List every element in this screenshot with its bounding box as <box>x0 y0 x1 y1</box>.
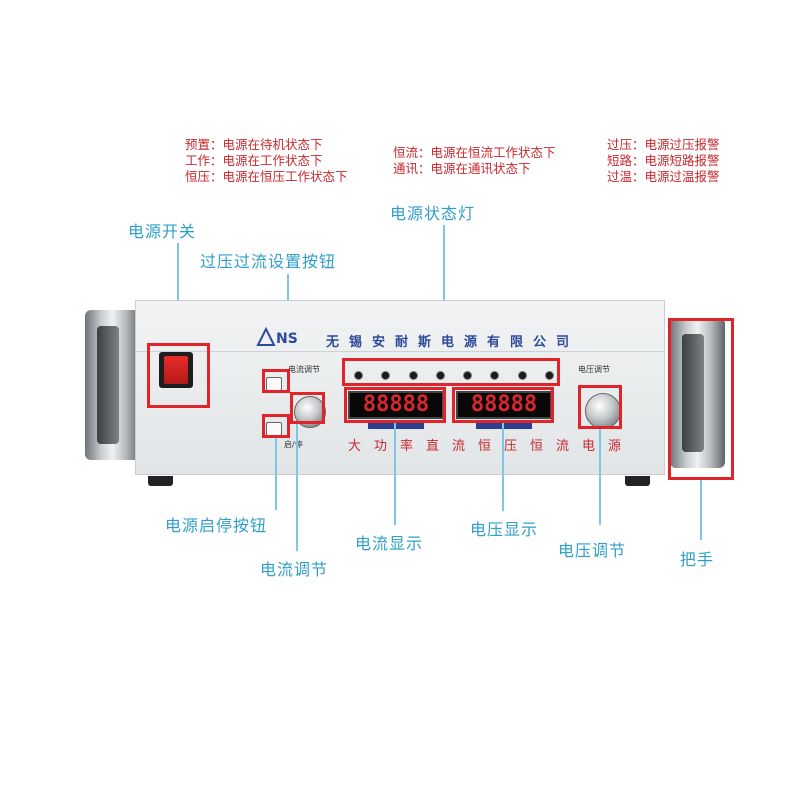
voltage-display-caption <box>476 421 532 429</box>
legend-item-overvoltage: 过压：电源过压报警 <box>607 137 720 152</box>
highlight-voltage-display <box>452 387 554 423</box>
current-display-digits: 88888 <box>362 392 430 417</box>
leader-line-start-stop <box>275 438 277 510</box>
highlight-current-display <box>344 387 446 423</box>
label-current-display: 电流显示 <box>355 534 424 553</box>
legend-column-1: 预置：电源在待机状态下 工作：电源在工作状态下 恒压：电源在恒压工作状态下 <box>185 137 348 185</box>
highlight-start-stop-button <box>262 414 290 438</box>
label-ovp-ocp-button: 过压过流设置按钮 <box>200 252 337 271</box>
device-front-panel: NS 无锡安耐斯电源有限公司 电流调节 启/停 88888 88888 电压调节… <box>135 300 665 475</box>
voltage-display: 88888 <box>456 391 552 419</box>
logo-text: NS <box>276 331 298 347</box>
highlight-handle <box>668 318 734 480</box>
voltage-display-digits: 88888 <box>470 392 538 417</box>
leader-line-voltage-display <box>502 423 504 511</box>
highlight-status-lights <box>342 358 560 386</box>
highlight-voltage-knob <box>578 385 622 429</box>
status-led-cc <box>435 371 445 380</box>
leader-line-current-adjust <box>296 424 298 551</box>
current-display: 88888 <box>348 391 444 419</box>
leader-line-status-lights <box>443 225 445 358</box>
legend-item-communication: 通讯：电源在通讯状态下 <box>393 161 531 176</box>
brand-strip <box>136 323 664 352</box>
label-status-lights: 电源状态灯 <box>390 204 476 223</box>
status-led-working <box>381 371 391 380</box>
status-led-cv <box>408 371 418 380</box>
status-led-preset <box>354 371 363 380</box>
left-handle <box>85 310 140 460</box>
label-current-adjust: 电流调节 <box>260 560 329 579</box>
ans-logo <box>256 326 296 347</box>
status-led-ovp <box>490 371 500 380</box>
status-led-comm <box>463 371 473 380</box>
legend-item-overtemperature: 过温：电源过温报警 <box>607 169 720 184</box>
leader-line-voltage-adjust <box>599 429 601 525</box>
legend-column-2: 恒流：电源在恒流工作状态下 通讯：电源在通讯状态下 <box>393 145 556 177</box>
legend-item-working: 工作：电源在工作状态下 <box>185 153 323 168</box>
leader-line-power-switch <box>177 243 179 343</box>
start-stop-panel-label: 启/停 <box>284 440 303 449</box>
legend-column-3: 过压：电源过压报警 短路：电源短路报警 过温：电源过温报警 <box>607 137 720 185</box>
right-handle <box>670 318 725 468</box>
status-led-row <box>354 371 554 383</box>
label-power-start-stop: 电源启停按钮 <box>165 516 268 535</box>
power-switch[interactable] <box>159 352 193 388</box>
legend-item-short-circuit: 短路：电源短路报警 <box>607 153 720 168</box>
device-foot-left <box>148 476 173 486</box>
leader-line-current-display <box>394 423 396 525</box>
power-rocker-icon <box>164 356 188 384</box>
label-voltage-adjust: 电压调节 <box>558 541 627 560</box>
current-display-caption <box>368 421 424 429</box>
highlight-power-switch <box>147 343 210 408</box>
device-foot-right <box>625 476 650 486</box>
legend-item-preset: 预置：电源在待机状态下 <box>185 137 323 152</box>
status-led-short <box>517 371 527 380</box>
label-handle: 把手 <box>680 550 715 569</box>
highlight-current-knob <box>290 392 325 424</box>
leader-line-handle <box>700 480 702 540</box>
current-adjust-panel-label: 电流调节 <box>288 365 320 374</box>
highlight-ovp-button <box>262 369 290 393</box>
device-description: 大功率直流恒压恒流电源 <box>348 439 635 454</box>
label-voltage-display: 电压显示 <box>470 520 539 539</box>
legend-item-constant-current: 恒流：电源在恒流工作状态下 <box>393 145 556 160</box>
legend-item-constant-voltage: 恒压：电源在恒压工作状态下 <box>185 169 348 184</box>
brand-name: 无锡安耐斯电源有限公司 <box>326 335 580 350</box>
logo-triangle-icon <box>256 326 276 346</box>
voltage-adjust-panel-label: 电压调节 <box>578 365 610 374</box>
label-power-switch: 电源开关 <box>128 222 197 241</box>
status-led-ot <box>544 371 554 380</box>
